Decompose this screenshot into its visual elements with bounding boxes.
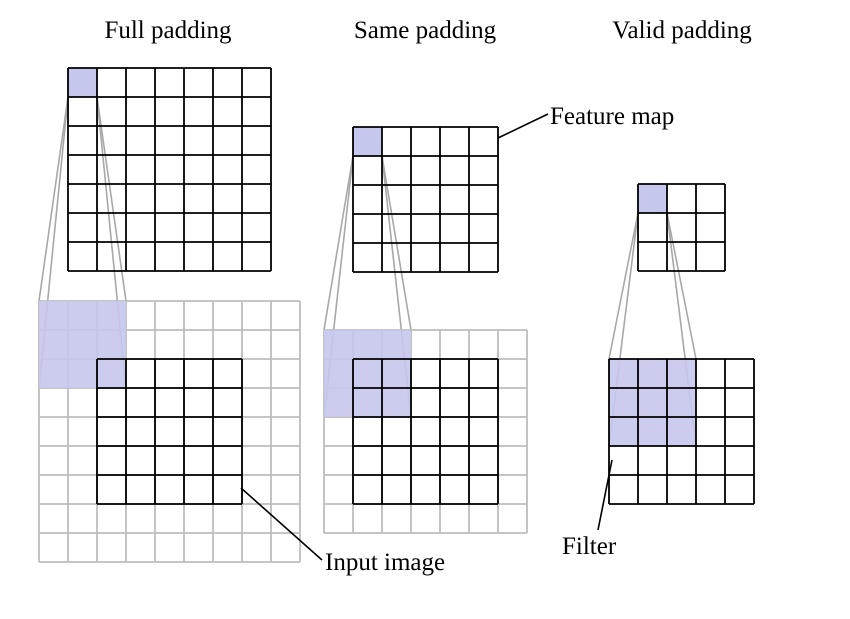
filter-leader	[597, 459, 613, 531]
output-cell-highlight	[638, 184, 667, 213]
feature-map-grid	[637, 183, 726, 272]
feature-map-leader	[497, 113, 549, 139]
input-image-grid	[352, 358, 499, 505]
title-same-padding: Same padding	[354, 17, 497, 44]
title-valid-padding: Valid padding	[612, 17, 752, 44]
title-full-padding: Full padding	[104, 17, 232, 44]
valid-padding-panel	[608, 183, 755, 505]
feature-map-grid	[67, 67, 272, 272]
input-image-leader	[240, 487, 323, 561]
filter-window	[609, 359, 696, 446]
projection-line	[608, 212, 639, 360]
filter-window	[324, 330, 411, 417]
filter-window	[39, 301, 126, 388]
input-image-grid	[96, 358, 243, 505]
input-image-label: Input image	[325, 549, 445, 576]
full-padding-panel	[38, 67, 301, 563]
same-padding-panel	[323, 126, 528, 534]
projection-line	[666, 212, 697, 360]
filter-label: Filter	[562, 533, 617, 560]
projection-line	[96, 96, 127, 302]
feature-map-grid	[352, 126, 499, 273]
input-image-grid	[608, 358, 755, 505]
output-cell-highlight	[353, 127, 382, 156]
output-cell-highlight	[68, 68, 97, 97]
projection-line	[323, 155, 354, 331]
projection-line	[38, 96, 69, 302]
feature-map-label: Feature map	[550, 103, 674, 130]
